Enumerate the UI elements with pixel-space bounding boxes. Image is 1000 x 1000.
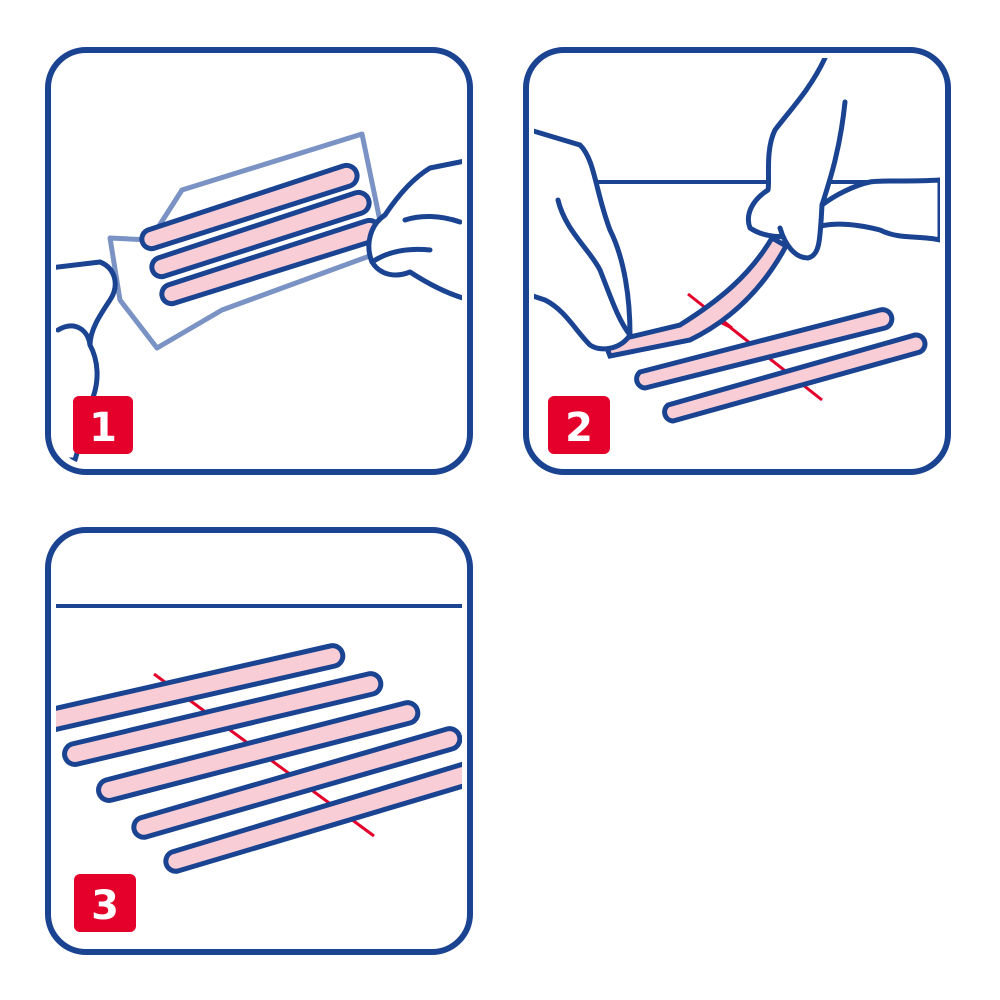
step-3-badge	[74, 874, 136, 932]
hand-left	[56, 259, 118, 463]
step-2-panel: 2	[523, 47, 951, 475]
step-1-badge	[73, 396, 133, 454]
step-1-number: 1	[89, 405, 117, 451]
hand-right	[366, 157, 462, 303]
hand-right	[745, 58, 940, 261]
step-1-panel: 1	[45, 47, 473, 475]
closure-strips	[139, 162, 383, 307]
step-2-number: 2	[565, 405, 593, 451]
step-3-panel: 3	[45, 527, 473, 955]
closure-strips	[56, 643, 462, 874]
step-2-badge	[548, 396, 610, 454]
closure-strips	[601, 234, 928, 424]
hand-left	[534, 127, 633, 352]
step-3-number: 3	[91, 883, 119, 929]
